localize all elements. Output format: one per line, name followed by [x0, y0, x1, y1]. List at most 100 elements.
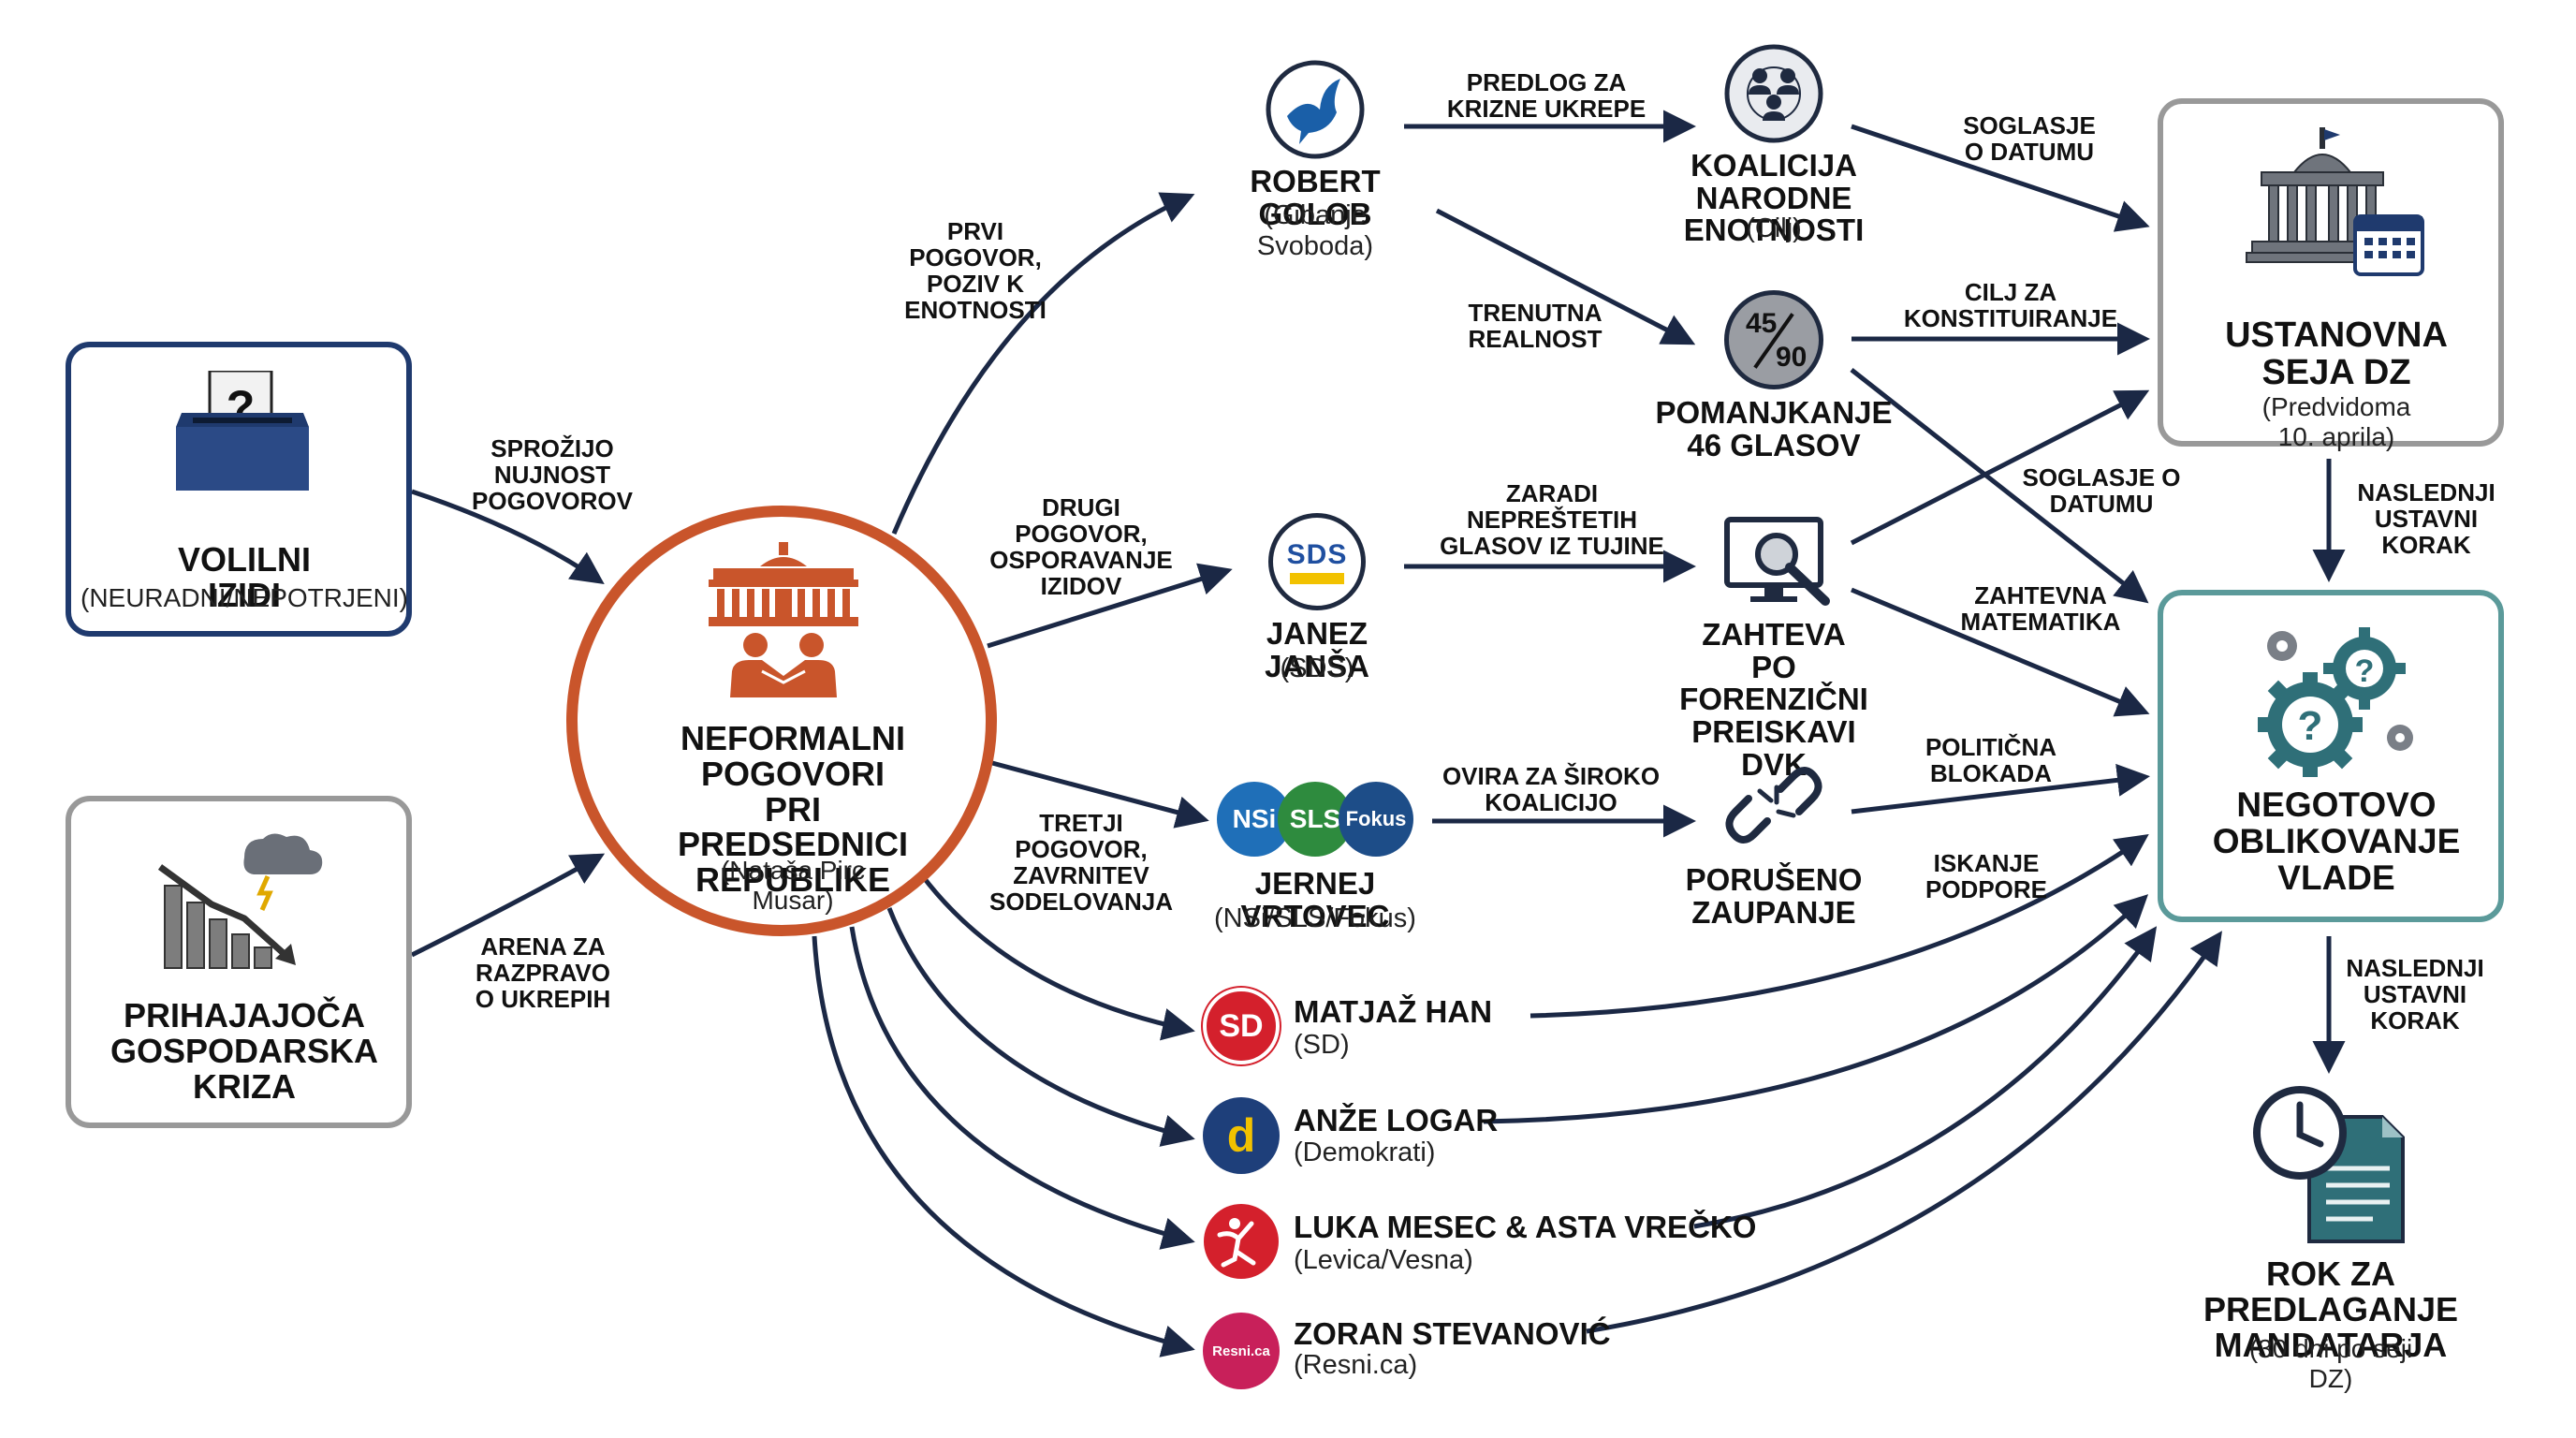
arrow-center-han: [920, 873, 1195, 1041]
fraction-num-2: 90: [1776, 342, 1808, 373]
zahteva-node: ZAHTEVA PO FORENZIČNI PREISKAVI DVK: [1647, 510, 1900, 780]
arrow-han-negotovo: [1530, 834, 2149, 1019]
stevanovic-party: (Resni.ca): [1294, 1350, 1418, 1380]
presidential-palace-handshake-icon: [709, 542, 858, 697]
golob-name: ROBERT GOLOB: [1250, 164, 1381, 231]
koalicija-sub: (Cilj): [1746, 213, 1802, 243]
arrow-center-vrtovec: [991, 760, 1209, 829]
mesec-name: LUKA MESEC & ASTA VREČKO: [1294, 1210, 1757, 1244]
arrow-center-golob: [891, 192, 1195, 535]
politician-jansa: SDS JANEZ JANŠA (SDS): [1208, 513, 1423, 691]
han-name: MATJAŽ HAN: [1294, 994, 1493, 1029]
volilni-izidi-sub: (NEURADNI/NEPOTRJENI): [80, 583, 409, 612]
magnifier-monitor-icon: [1724, 517, 1830, 606]
gears-question-icon: ? ?: [2258, 627, 2413, 777]
arrow-stevanovic-negotovo: [1586, 931, 2222, 1334]
logar-name: ANŽE LOGAR: [1294, 1103, 1499, 1137]
label-cilj: CILJ ZA KONSTITUIRANJE: [1903, 278, 2118, 332]
arrow-center-stevanovic: [812, 935, 1195, 1357]
label-zahtevna: ZAHTEVNA MATEMATIKA: [1960, 581, 2121, 636]
demokrati-logo-text: d: [1226, 1109, 1256, 1162]
label-naslednji-2: NASLEDNJI USTAVNI KORAK: [2346, 954, 2484, 1034]
arrow-logar-negotovo: [1483, 894, 2149, 1124]
arrow-zahteva-ustanovna: [1850, 389, 2150, 546]
ustanovna-seja-sub: (Predvidoma 10. aprila): [2261, 392, 2411, 451]
ballot-box-icon: ?: [176, 371, 309, 491]
gospodarska-kriza-title: PRIHAJAJOČA GOSPODARSKA KRIZA: [110, 996, 379, 1106]
label-soglasje-1: SOGLASJE O DATUMU: [1963, 111, 2096, 166]
label-soglasje-2: SOGLASJE O DATUMU: [2022, 463, 2181, 518]
rok-sub: (30 dni po seji DZ): [2248, 1334, 2413, 1393]
neformalni-pogovori-title: NEFORMALNI POGOVORI PRI PREDSEDNICI REPU…: [677, 719, 909, 900]
pomanjkanje-title: POMANJKANJE 46 GLASOV: [1655, 395, 1893, 462]
neformalni-pogovori-node: NEFORMALNI POGOVORI PRI PREDSEDNICI REPU…: [566, 506, 997, 936]
bird-logo-icon: [1266, 60, 1365, 159]
arrow-center-logar: [886, 907, 1195, 1147]
negotovo-oblikovanje-title: NEGOTOVO OBLIKOVANJE VLADE: [2212, 785, 2461, 897]
svg-text:?: ?: [2298, 703, 2323, 749]
koalicija-node: KOALICIJA NARODNE ENOTNOSTI (Cilj): [1619, 37, 1928, 253]
arrow-volilni-center: [411, 489, 605, 584]
nsi-logo: NSi: [1217, 782, 1292, 857]
label-sprozijo: SPROŽIJO NUJNOST POGOVOROV: [472, 434, 633, 515]
pomanjkanje-node: 45 90 POMANJKANJE 46 GLASOV: [1647, 290, 1900, 468]
golob-party: (Gibanje Svoboda): [1256, 200, 1374, 261]
sds-logo: SDS: [1268, 513, 1366, 610]
sd-logo: SD: [1203, 988, 1280, 1064]
gospodarska-kriza-card: PRIHAJAJOČA GOSPODARSKA KRIZA: [66, 796, 412, 1128]
poruseno-title: PORUŠENO ZAUPANJE: [1685, 862, 1863, 930]
koalicija-title: KOALICIJA NARODNE ENOTNOSTI: [1683, 148, 1865, 248]
ustanovna-seja-title: USTANOVNA SEJA DZ: [2225, 315, 2448, 392]
levica-figure-icon: [1204, 1204, 1279, 1279]
label-zaradi: ZARADI NEPREŠTETIH GLASOV IZ TUJINE: [1440, 479, 1664, 560]
poruseno-node: PORUŠENO ZAUPANJE: [1657, 754, 1891, 941]
mesec-party: (Levica/Vesna): [1294, 1245, 1473, 1275]
politician-vrtovec: NSi SLS Fokus JERNEJ VRTOVEC (NSi/SLS/Fo…: [1198, 782, 1432, 946]
parliament-calendar-icon: [2246, 127, 2424, 276]
label-drugi: DRUGI POGOVOR, OSPORAVANJE IZIDOV: [989, 493, 1173, 600]
arrow-zahteva-negotovo: [1851, 587, 2150, 717]
label-iskanje: ISKANJE PODPORE: [1925, 849, 2048, 903]
arrow-koalicija-ustanovna: [1851, 124, 2150, 232]
vrtovec-name: JERNEJ VRTOVEC: [1240, 866, 1390, 933]
neformalni-pogovori-sub: (Nataša Pirc Musar): [720, 856, 866, 915]
rok-node: ROK ZA PREDLAGANJE MANDATARJA (30 dni po…: [2134, 1077, 2527, 1393]
demokrati-logo: d: [1203, 1097, 1280, 1174]
label-politicna: POLITIČNA BLOKADA: [1925, 733, 2057, 787]
arrow-poruseno-negotovo: [1851, 763, 2150, 814]
volilni-izidi-card: ? VOLILNI IZIDI (NEURADNI/NEPOTRJENI): [66, 342, 412, 637]
arrow-center-jansa: [987, 563, 1233, 649]
broken-chain-icon: [1725, 767, 1822, 844]
vrtovec-party: (NSi/SLS/Fokus): [1214, 903, 1416, 933]
arrow-center-mesec: [849, 926, 1195, 1250]
arrow-golob-pomanjkanje: [1435, 208, 1696, 345]
politician-golob: ROBERT GOLOB (Gibanje Svoboda): [1208, 58, 1423, 261]
label-trenutna: TRENUTNA REALNOST: [1468, 299, 1603, 353]
logar-party: (Demokrati): [1294, 1137, 1436, 1167]
fraction-num-1: 45: [1746, 308, 1778, 339]
label-naslednji-1: NASLEDNJI USTAVNI KORAK: [2357, 478, 2496, 559]
falling-chart-storm-icon: [157, 833, 323, 969]
svg-text:?: ?: [2355, 653, 2375, 689]
negotovo-oblikovanje-card: ? ? NEGOTOVO OBLIKOVANJE VLADE: [2158, 590, 2504, 922]
label-prvi: PRVI POGOVOR, POZIV K ENOTNOSTI: [904, 217, 1046, 324]
label-ovira: OVIRA ZA ŠIROKO KOALICIJO: [1442, 762, 1661, 816]
sds-logo-text: SDS: [1286, 539, 1348, 570]
stevanovic-name: ZORAN STEVANOVIĆ: [1294, 1316, 1611, 1351]
vote-fraction-icon: 45 90: [1724, 290, 1823, 389]
ustanovna-seja-card: USTANOVNA SEJA DZ (Predvidoma 10. aprila…: [2158, 98, 2504, 451]
label-tretji: TRETJI POGOVOR, ZAVRNITEV SODELOVANJA: [989, 809, 1173, 916]
han-party: (SD): [1294, 1030, 1350, 1060]
rok-title: ROK ZA PREDLAGANJE MANDATARJA: [2203, 1255, 2459, 1364]
jansa-party: (SDS): [1280, 653, 1354, 683]
arrow-pomanjkanje-negotovo: [1850, 368, 2149, 604]
people-network-icon: [1724, 44, 1823, 143]
fokus-logo: Fokus: [1339, 782, 1413, 857]
zahteva-title: ZAHTEVA PO FORENZIČNI PREISKAVI DVK: [1679, 617, 1868, 782]
label-arena: ARENA ZA RAZPRAVO O UKREPIH: [475, 932, 611, 1013]
resnica-logo: Resni.ca: [1203, 1313, 1280, 1389]
label-predlog: PREDLOG ZA KRIZNE UKREPE: [1446, 68, 1647, 123]
volilni-izidi-title: VOLILNI IZIDI: [178, 540, 311, 614]
